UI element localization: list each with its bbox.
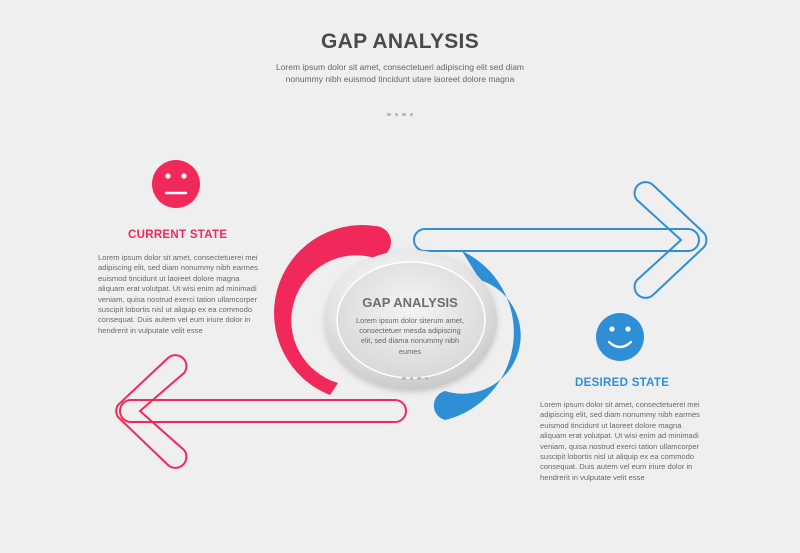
blue-arc bbox=[433, 251, 521, 420]
center-text: Lorem ipsum dolor siterum amet, consecte… bbox=[355, 316, 465, 356]
center-title: GAP ANALYSIS bbox=[362, 295, 458, 310]
desired-state-text: Lorem ipsum dolor sit amet, consectetuer… bbox=[540, 400, 700, 482]
page-subtitle: Lorem ipsum dolor sit amet, consectetuer… bbox=[275, 62, 525, 84]
happy-face-icon bbox=[596, 313, 644, 361]
right-arrow-outline bbox=[413, 181, 708, 299]
page-title: GAP ANALYSIS bbox=[320, 30, 480, 53]
sad-face-icon bbox=[152, 160, 200, 208]
left-arrow-outline bbox=[115, 354, 407, 469]
desired-state-title: DESIRED STATE bbox=[575, 377, 670, 389]
red-arc bbox=[274, 225, 391, 395]
center-dots bbox=[15, 367, 800, 385]
page-dots bbox=[0, 103, 800, 121]
current-state-title: CURRENT STATE bbox=[128, 229, 228, 241]
current-state-text: Lorem ipsum dolor sit amet, consectetuer… bbox=[98, 253, 258, 335]
